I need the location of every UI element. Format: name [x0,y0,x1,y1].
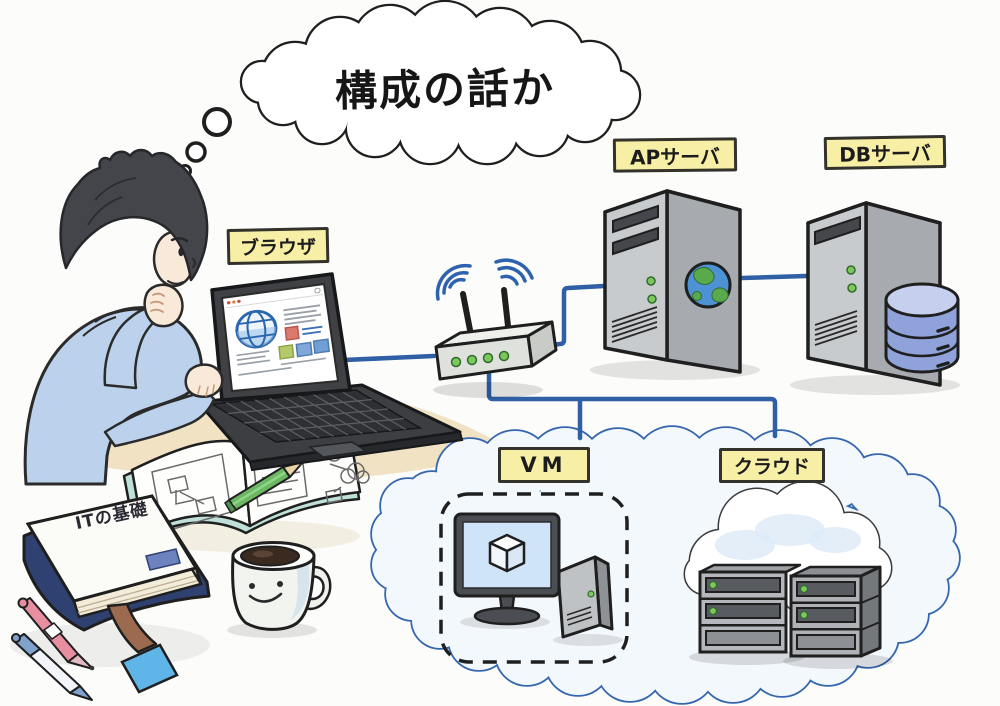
server-led [847,283,857,293]
wifi-signal-icon [435,263,472,301]
keyboard-keys [226,390,406,442]
database-icon [884,282,960,374]
book-cover [25,494,199,603]
globe-icon [684,261,732,309]
person-torso-hoodie [23,307,203,486]
pens [11,597,95,701]
person-hair [59,148,209,282]
wifi-signal-icon [494,258,534,286]
smiley-face-icon [248,581,283,603]
server-vents [611,306,658,343]
thought-dot-large [202,107,232,137]
server-vents [814,310,858,346]
person-eyebrow [170,237,189,243]
label-ap-server: APサーバ [612,137,738,173]
server-led [587,590,595,598]
cable-laptop-router [341,353,437,363]
laptop-touchpad [308,441,369,458]
person-fist-chin [143,283,184,328]
drive-bay [814,215,861,246]
person-nose [192,258,196,268]
person [23,148,209,486]
cable-router-ap [541,283,607,349]
connection-lines [341,273,809,441]
rack-server-icon [698,563,802,654]
ap-server-tower [590,189,760,380]
drive-bay [612,226,659,256]
pink-pen [17,597,95,671]
textbook [22,494,211,694]
router-antenna [460,291,473,333]
label-browser: ブラウザ [226,226,330,266]
label-vm: VM [498,447,590,483]
rack-servers [689,563,893,669]
cable-ap-db [739,273,809,281]
server-led [846,265,856,275]
notebook-spine [241,442,251,527]
blue-pen [11,633,93,701]
router-leds [450,350,510,368]
hood-fold [82,316,117,337]
person-smile [167,280,184,285]
thought-text: 構成の話か [334,63,556,116]
vm-mini-tower [556,555,614,639]
browser-content [225,287,330,376]
laptop [196,272,464,472]
bookmark-tag [120,643,179,694]
server-led [646,276,656,286]
vm-cube-icon [488,533,526,573]
person-hand [184,363,224,398]
person-eye [178,247,184,257]
vm-dashed-border [439,492,629,664]
rack-server-icon [789,565,882,658]
wifi-router [433,258,558,398]
label-db-server: DBサーバ [823,134,947,171]
vm-monitor [453,512,561,626]
server-led [647,294,657,304]
db-server-tower [790,201,960,395]
book-cover-label [145,548,181,571]
person-typing-arm [103,363,224,448]
coffee-mug [227,541,332,638]
router-antenna [501,287,511,329]
vm-group [439,492,629,664]
drive-bay [612,204,659,234]
thought-dot-medium [185,141,207,163]
cloud-icon [683,480,893,616]
bookmark-ribbon [106,602,158,654]
notebook-shadow [130,520,360,552]
globe-icon [235,309,278,349]
mug-body [231,554,316,631]
cable-router-cloud [486,369,778,441]
label-cloud: クラウド [719,448,825,483]
